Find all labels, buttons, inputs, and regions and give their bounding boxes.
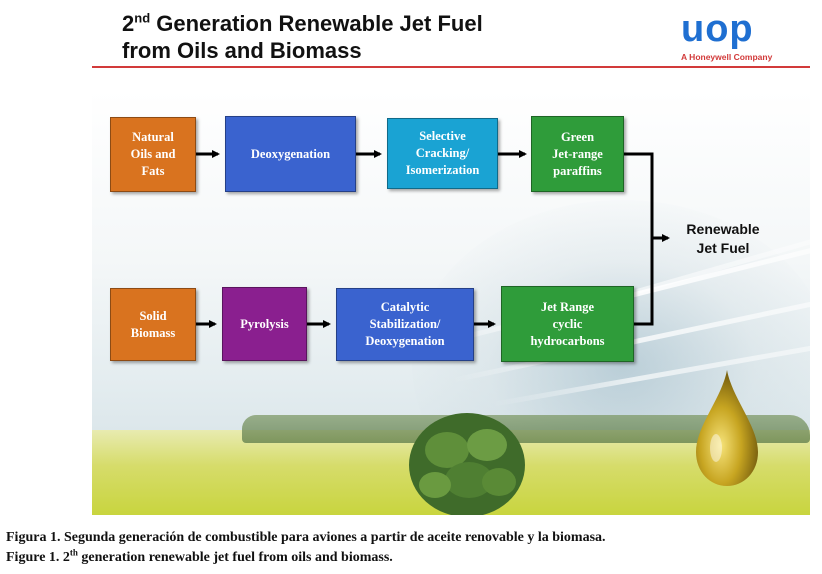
- caption-english: Figure 1. 2th generation renewable jet f…: [6, 547, 393, 566]
- page-title: 2nd Generation Renewable Jet Fuel from O…: [122, 10, 483, 64]
- jet-range-cyclic-hydrocarbons-box: Jet Range cyclic hydrocarbons: [501, 286, 634, 362]
- caption-spanish: Figura 1. Segunda generación de combusti…: [6, 530, 606, 545]
- title-superscript: nd: [134, 10, 151, 26]
- pyrolysis-box: Pyrolysis: [222, 287, 307, 361]
- selective-cracking-isomerization-box: Selective Cracking/ Isomerization: [387, 118, 498, 189]
- solid-biomass-box: Solid Biomass: [110, 288, 196, 361]
- caption-english-text: generation renewable jet fuel from oils …: [77, 550, 393, 565]
- logo-wordmark: uop: [681, 8, 754, 50]
- oil-drop-image: [696, 370, 758, 486]
- catalytic-stabilization-deoxygenation-box: Catalytic Stabilization/ Deoxygenation: [336, 288, 474, 361]
- logo-tagline: A Honeywell Company: [681, 52, 773, 62]
- title-line-2: from Oils and Biomass: [122, 38, 362, 63]
- renewable-jet-fuel-label: Renewable Jet Fuel: [686, 221, 760, 256]
- caption-english-prefix: Figure 1. 2: [6, 550, 70, 565]
- green-jet-range-paraffins-box: Green Jet-range paraffins: [531, 116, 624, 192]
- natural-oils-and-fats-box: Natural Oils and Fats: [110, 117, 196, 192]
- caption-english-superscript: th: [69, 547, 78, 558]
- biomass-leaves-image: [409, 413, 525, 515]
- deoxygenation-box: Deoxygenation: [225, 116, 356, 192]
- title-divider: [92, 66, 810, 68]
- title-number: 2: [122, 11, 135, 36]
- title-line-1-text: Generation Renewable Jet Fuel: [150, 11, 483, 36]
- uop-logo: uop A Honeywell Company: [681, 8, 799, 64]
- title-line-1: 2nd Generation Renewable Jet Fuel: [122, 10, 483, 37]
